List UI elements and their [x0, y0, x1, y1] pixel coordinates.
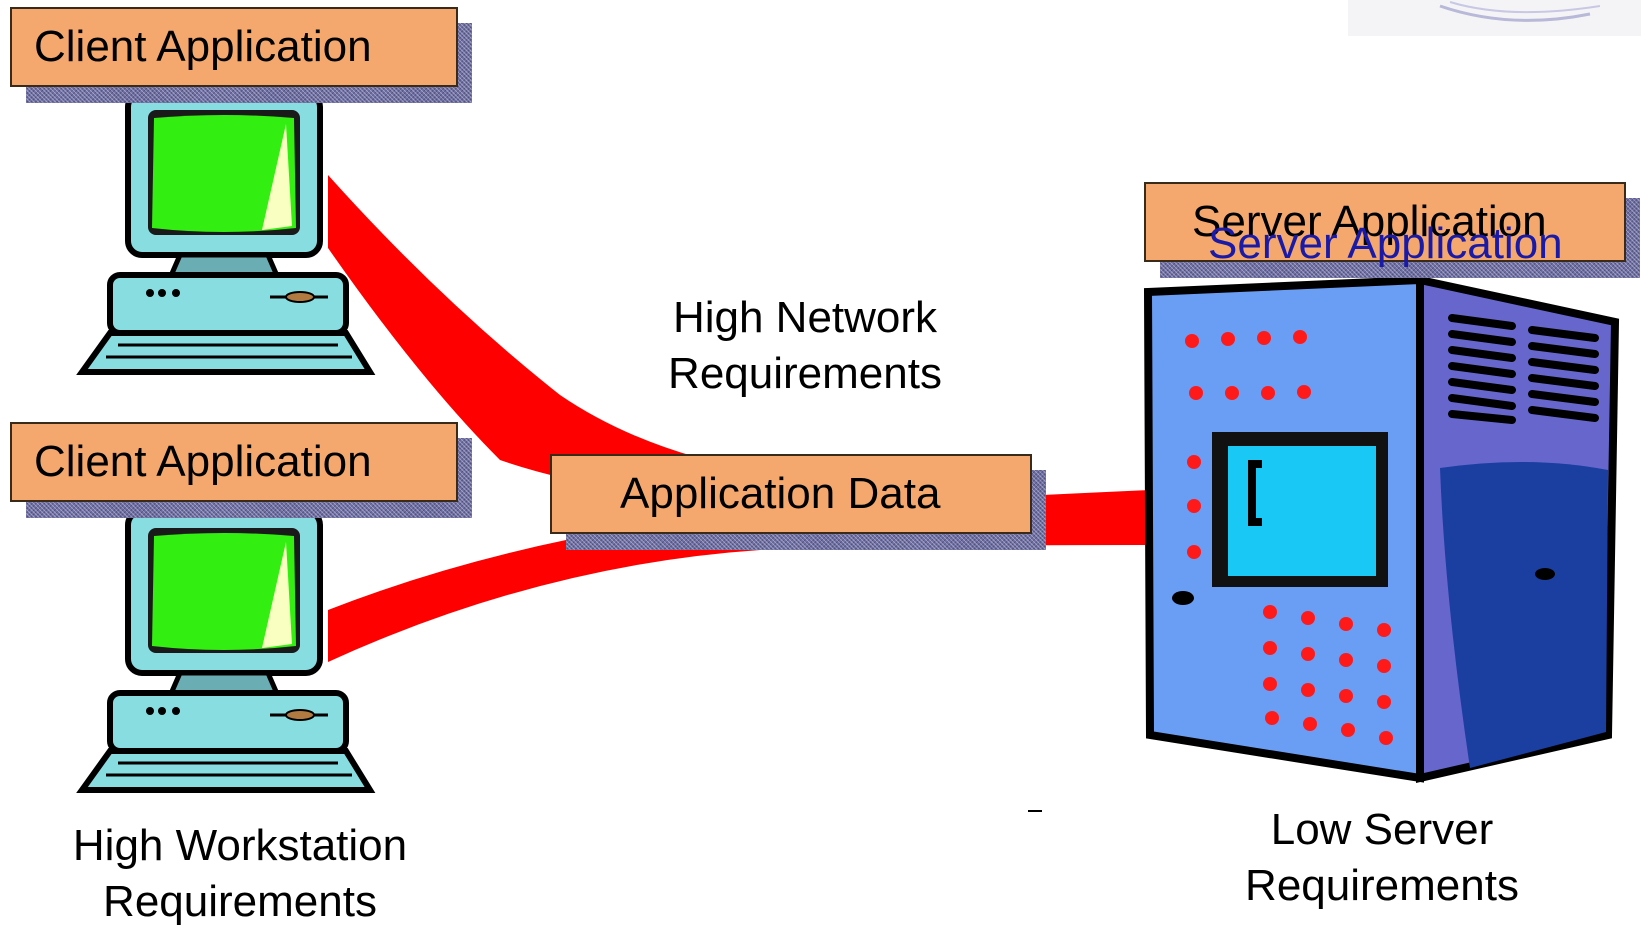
client-computer-top [76, 90, 376, 375]
client-computer-bottom [76, 508, 376, 793]
server-label: Server Application [1144, 182, 1626, 262]
network-link [328, 175, 1150, 662]
workstation-requirements-line1: High Workstation [72, 821, 408, 870]
server-requirements-line1: Low Server [1270, 805, 1494, 854]
server-label-overlay-text: Server Application [1208, 219, 1563, 268]
client-label-top: Client Application [10, 7, 458, 87]
client-label-top-text: Client Application [34, 22, 372, 71]
workstation-requirements-text: High Workstation Requirements [40, 818, 440, 930]
workstation-requirements-line2: Requirements [103, 877, 377, 926]
server-requirements-text: Low Server Requirements [1182, 802, 1582, 914]
server-label-text: Server Application [1192, 197, 1547, 246]
application-data-label: Application Data [550, 454, 1032, 534]
upper-client-link [328, 175, 860, 508]
application-data-text: Application Data [620, 469, 941, 518]
server-tower [1143, 275, 1620, 784]
client-label-bottom: Client Application [10, 422, 458, 502]
server-requirements-line2: Requirements [1245, 861, 1519, 910]
client-label-bottom-text: Client Application [34, 437, 372, 486]
network-requirements-text: High Network Requirements [600, 290, 1010, 402]
corner-logo [1348, 0, 1641, 36]
network-requirements-line2: Requirements [668, 349, 942, 398]
network-requirements-line1: High Network [672, 293, 938, 342]
